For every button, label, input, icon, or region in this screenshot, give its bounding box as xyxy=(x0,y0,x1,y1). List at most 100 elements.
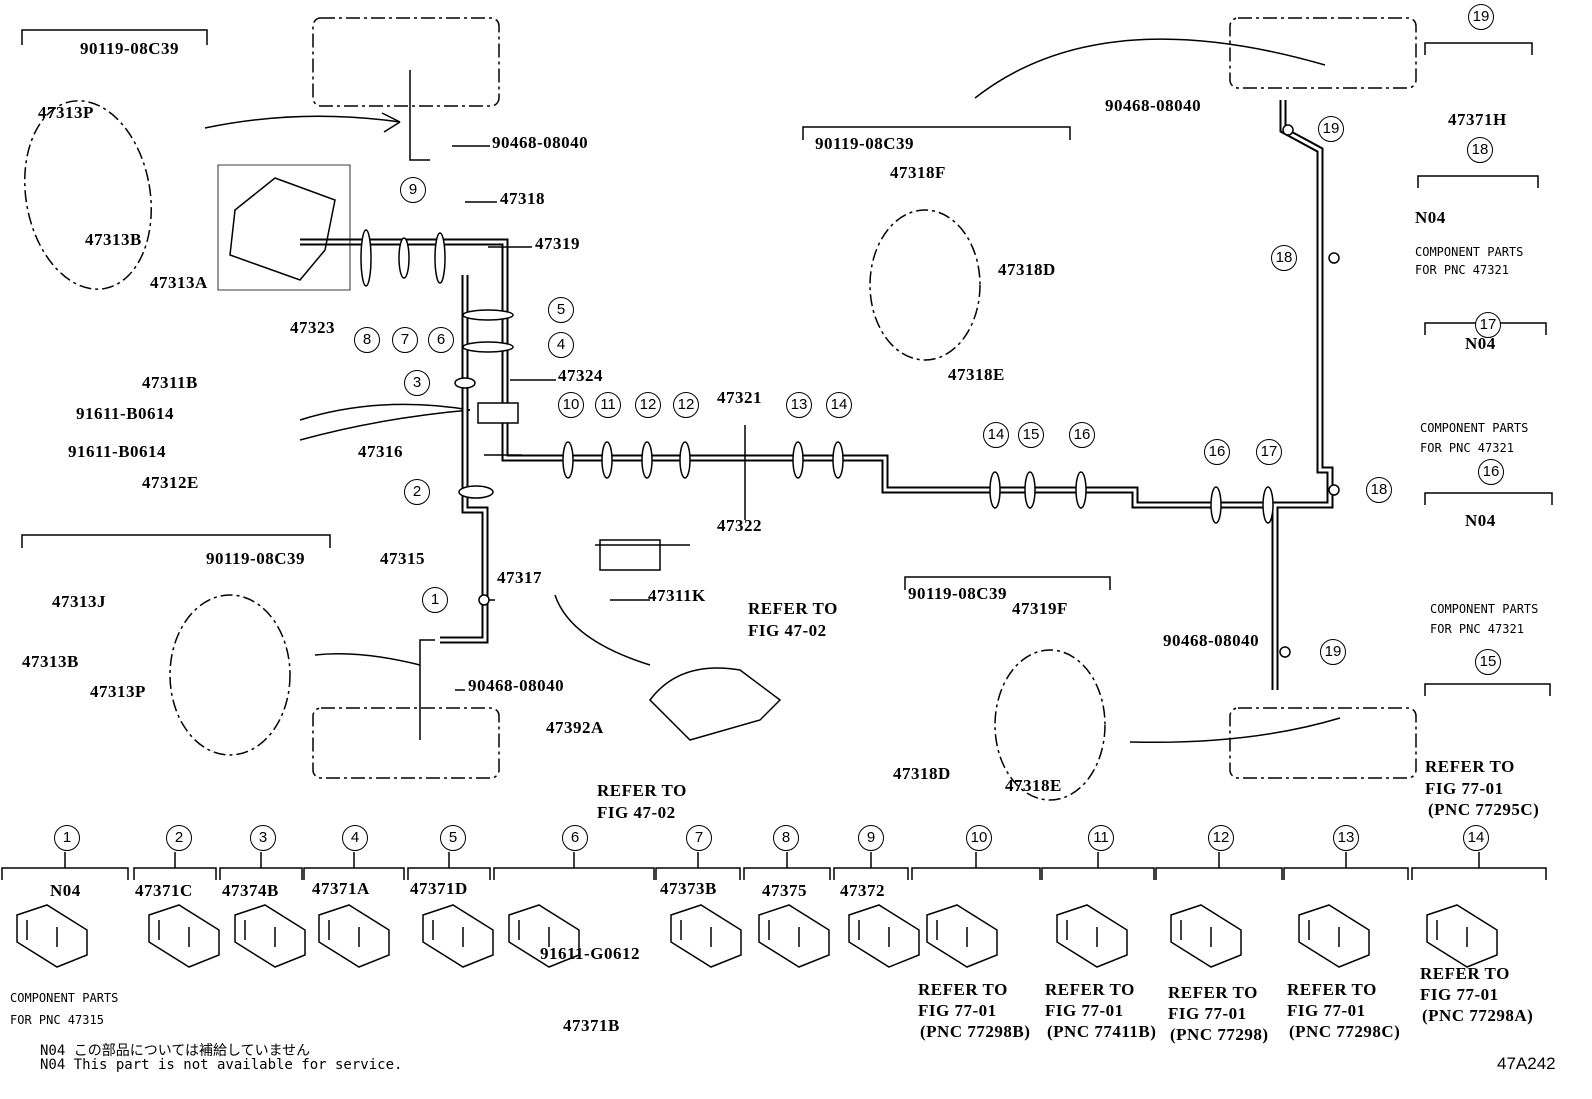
clamp-illustration xyxy=(16,904,88,968)
legend-number: 8 xyxy=(773,825,799,851)
legend-number: 14 xyxy=(1463,825,1489,851)
clamp-position-marker: 17 xyxy=(1475,312,1501,338)
part-callout: 47319 xyxy=(535,234,580,253)
legend-group-bracket xyxy=(493,852,655,880)
clamp-illustration xyxy=(148,904,220,968)
clamp-position-marker: 15 xyxy=(1018,422,1044,448)
component-note: FOR PNC 47321 xyxy=(1420,441,1514,455)
legend-group-bracket xyxy=(1283,852,1409,880)
clamp-illustration xyxy=(758,904,830,968)
part-callout: 47313J xyxy=(52,592,106,611)
component-note: FOR PNC 47321 xyxy=(1430,622,1524,636)
clamp-position-marker: 15 xyxy=(1475,649,1501,675)
legend-group-bracket xyxy=(303,852,405,880)
part-callout: 47312E xyxy=(142,473,199,492)
part-callout: 47318F xyxy=(890,163,946,182)
clamp-position-marker: 8 xyxy=(354,327,380,353)
legend-refer-note: FIG 77-01 xyxy=(1287,1001,1366,1020)
legend-part-number: 47374B xyxy=(222,881,279,900)
legend-refer-note: FIG 77-01 xyxy=(1420,985,1499,1004)
part-callout: (PNC 77295C) xyxy=(1428,800,1540,819)
legend-refer-note: (PNC 77298B) xyxy=(920,1022,1031,1041)
legend-part-number: 91611-G0612 xyxy=(540,944,640,963)
part-callout: 47318E xyxy=(1005,776,1062,795)
footnote: N04 この部品については補給していません xyxy=(40,1043,311,1059)
front-right-wheel-outline xyxy=(1229,17,1417,89)
legend-part-number: 47375 xyxy=(762,881,807,900)
part-callout: FIG 47-02 xyxy=(748,621,827,640)
component-note: COMPONENT PARTS xyxy=(10,991,119,1005)
legend-refer-note: REFER TO xyxy=(1045,980,1135,999)
clamp-position-marker: 3 xyxy=(404,370,430,396)
part-callout: N04 xyxy=(1465,511,1496,530)
legend-number: 12 xyxy=(1208,825,1234,851)
legend-group-bracket xyxy=(743,852,831,880)
part-callout: FIG 77-01 xyxy=(1425,779,1504,798)
legend-number: 3 xyxy=(250,825,276,851)
part-callout: 90119-08C39 xyxy=(206,549,305,568)
clamp-position-marker: 7 xyxy=(392,327,418,353)
component-note: COMPONENT PARTS xyxy=(1415,245,1524,259)
clamp-position-marker: 10 xyxy=(558,392,584,418)
clamp-illustration xyxy=(1298,904,1370,968)
legend-number: 6 xyxy=(562,825,588,851)
part-callout: 90468-08040 xyxy=(468,676,565,695)
rear-wheel-outline xyxy=(312,707,500,779)
clamp-position-marker: 18 xyxy=(1366,477,1392,503)
legend-group-bracket xyxy=(407,852,491,880)
rear-right-wheel-outline xyxy=(1229,707,1417,779)
part-callout: REFER TO xyxy=(597,781,687,800)
legend-part-number: 47373B xyxy=(660,879,717,898)
part-callout: 90119-08C39 xyxy=(80,39,179,58)
legend-number: 11 xyxy=(1088,825,1114,851)
clamp-position-marker: 2 xyxy=(404,479,430,505)
legend-group-bracket xyxy=(1,852,129,880)
clamp-position-marker: 1 xyxy=(422,587,448,613)
clamp-position-marker: 19 xyxy=(1318,116,1344,142)
legend-part-number: 47372 xyxy=(840,881,885,900)
part-callout: 47311K xyxy=(648,586,706,605)
part-callout: 47392A xyxy=(546,718,604,737)
clamp-position-marker: 11 xyxy=(595,392,621,418)
clamp-position-marker: 12 xyxy=(673,392,699,418)
part-callout: 47317 xyxy=(497,568,542,587)
legend-number: 5 xyxy=(440,825,466,851)
clamp-position-marker: 17 xyxy=(1256,439,1282,465)
part-callout: 47315 xyxy=(380,549,425,568)
footnote: N04 This part is not available for servi… xyxy=(40,1057,403,1073)
part-callout: 47313A xyxy=(150,273,208,292)
clamp-illustration xyxy=(508,904,580,968)
clamp-position-marker: 4 xyxy=(548,332,574,358)
legend-number: 10 xyxy=(966,825,992,851)
legend-refer-note: FIG 77-01 xyxy=(918,1001,997,1020)
part-callout: 47313P xyxy=(38,103,94,122)
clamp-illustration xyxy=(1426,904,1498,968)
clamp-illustration xyxy=(670,904,742,968)
part-callout: 47313B xyxy=(85,230,142,249)
clamp-position-marker: 13 xyxy=(786,392,812,418)
legend-number: 1 xyxy=(54,825,80,851)
legend-number: 9 xyxy=(858,825,884,851)
diagram-code: 47A242 xyxy=(1497,1054,1556,1073)
part-callout: N04 xyxy=(1415,208,1446,227)
clamp-illustration xyxy=(234,904,306,968)
legend-group-bracket xyxy=(1155,852,1283,880)
part-callout: N04 xyxy=(1465,334,1496,353)
legend-refer-note: (PNC 77411B) xyxy=(1047,1022,1157,1041)
clamp-position-marker: 19 xyxy=(1468,4,1494,30)
part-callout: 47319F xyxy=(1012,599,1068,618)
part-callout: 90119-08C39 xyxy=(908,584,1007,603)
part-callout: 91611-B0614 xyxy=(68,442,167,461)
legend-refer-note: (PNC 77298) xyxy=(1170,1025,1269,1044)
clamp-position-marker: 16 xyxy=(1478,459,1504,485)
part-callout: 90119-08C39 xyxy=(815,134,914,153)
legend-refer-note: REFER TO xyxy=(1420,964,1510,983)
part-callout: 90468-08040 xyxy=(1105,96,1202,115)
part-callout: 47316 xyxy=(358,442,403,461)
legend-group-bracket xyxy=(133,852,217,880)
legend-refer-note: (PNC 77298C) xyxy=(1289,1022,1401,1041)
part-callout: 47311B xyxy=(142,373,198,392)
legend-part-number: N04 xyxy=(50,881,81,900)
